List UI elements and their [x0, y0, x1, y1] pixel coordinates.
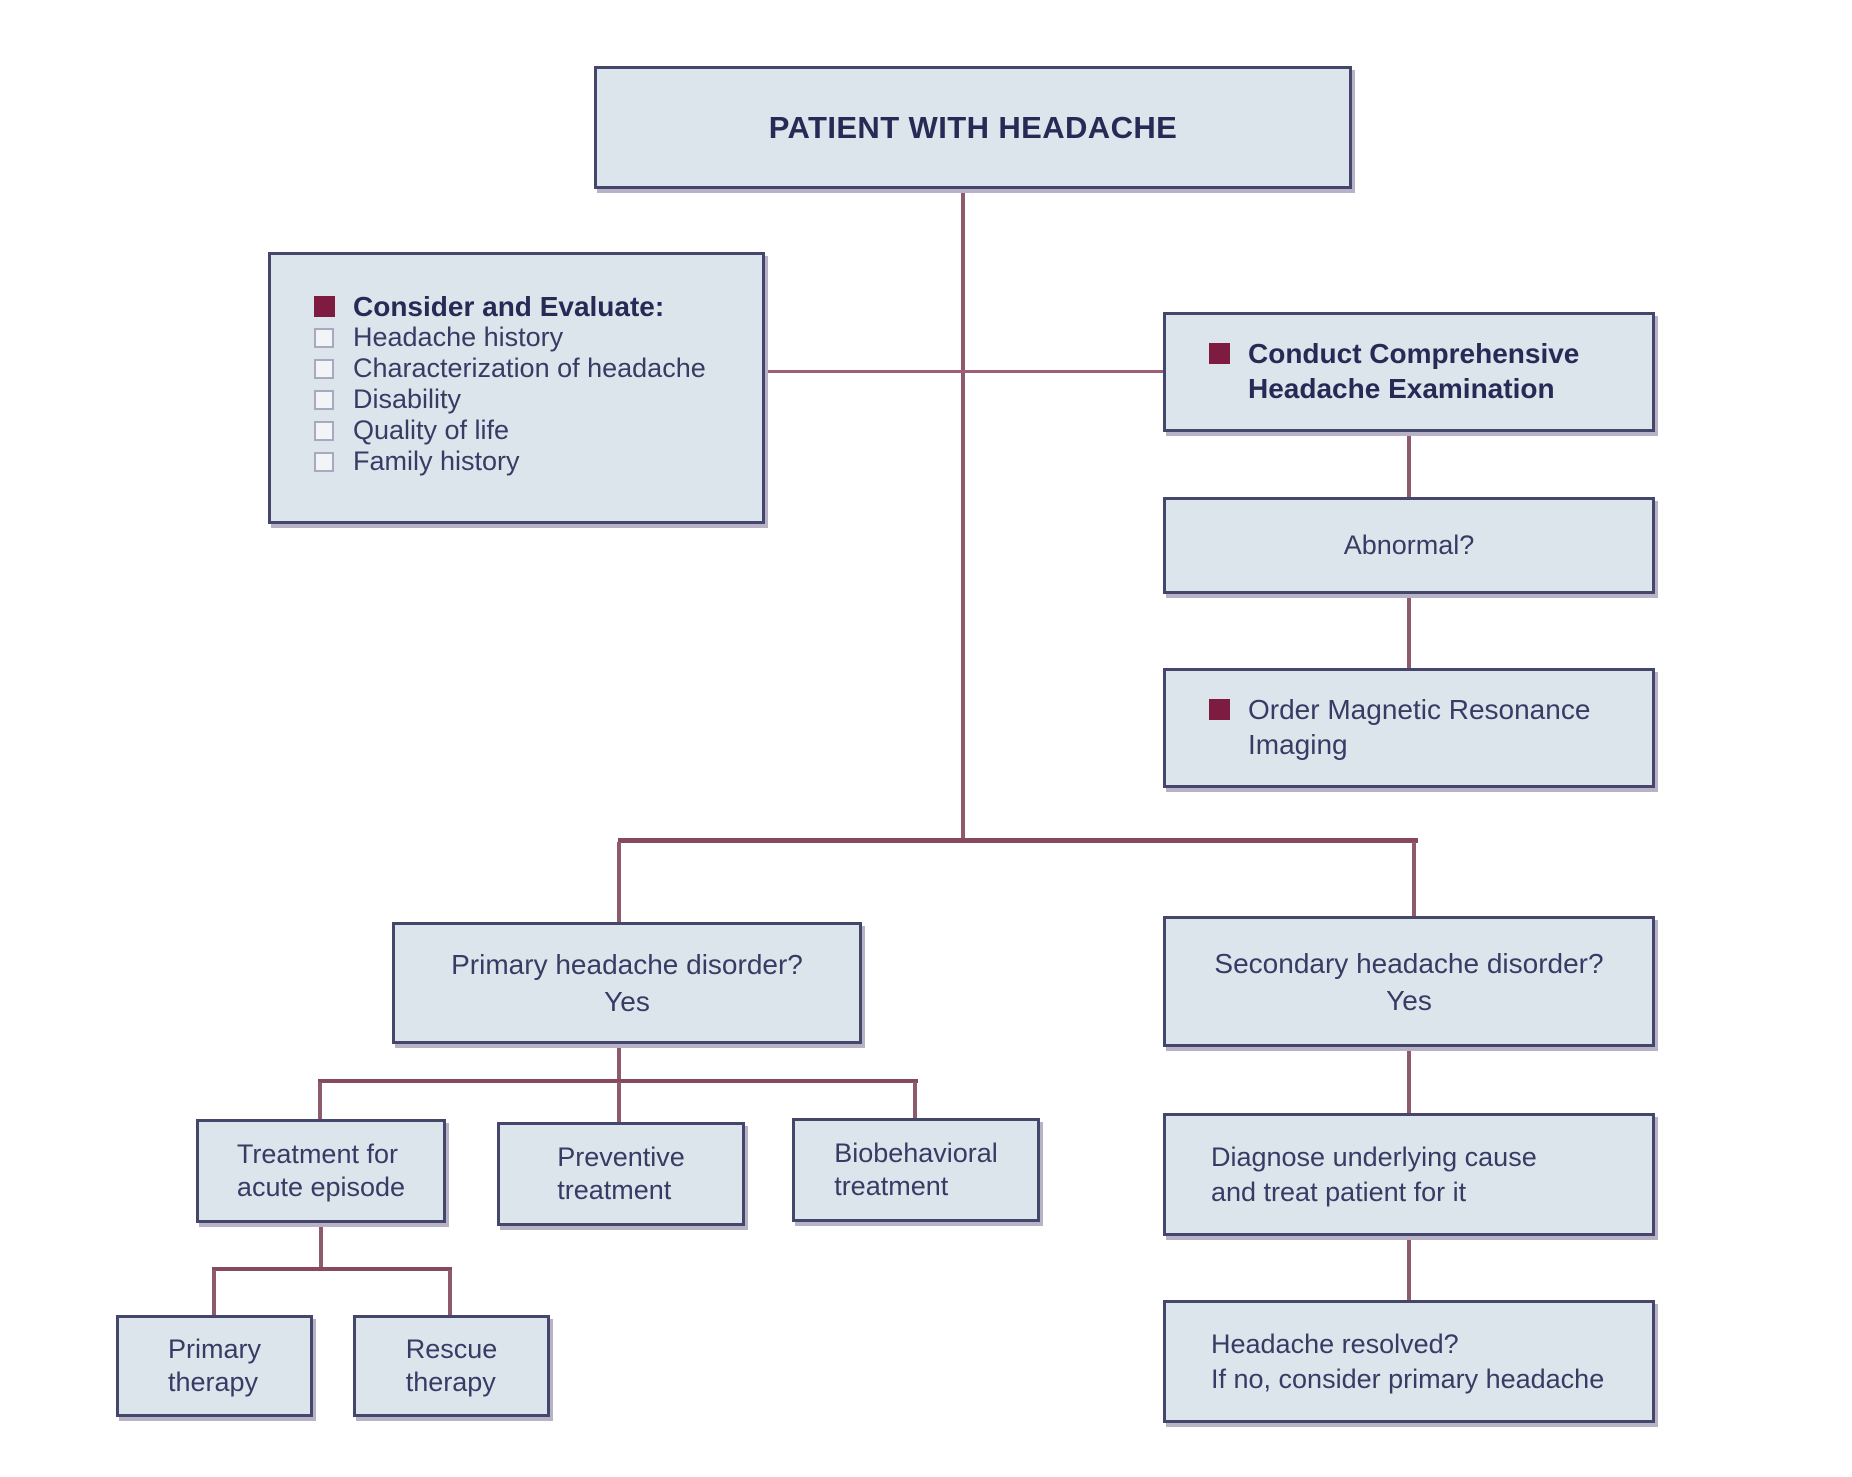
connector-split-to-secondary — [1412, 842, 1416, 916]
node-consider-and-evaluate: Consider and Evaluate: Headache history … — [268, 252, 765, 524]
bullet-square-icon — [1209, 343, 1230, 364]
connector-bar-to-rescue-therapy — [448, 1270, 452, 1315]
connector-bar-to-preventive — [617, 1082, 621, 1122]
list-item: Characterization of headache — [314, 353, 752, 384]
list-item: Family history — [314, 446, 752, 477]
abnormal-label: Abnormal? — [1343, 530, 1475, 560]
rescue-therapy-label: Rescue therapy — [406, 1333, 498, 1399]
connector-diagnose-to-resolved — [1407, 1235, 1411, 1300]
connector-treatment-bar — [318, 1079, 918, 1083]
resolved-label: Headache resolved? If no, consider prima… — [1211, 1327, 1604, 1397]
connector-treat-acute-down — [319, 1222, 323, 1269]
primary-therapy-label: Primary therapy — [168, 1333, 261, 1399]
connector-bar-to-treat-acute — [318, 1082, 322, 1119]
mri-label: Order Magnetic Resonance Imaging — [1248, 692, 1590, 762]
node-secondary-headache-question: Secondary headache disorder? Yes — [1163, 916, 1655, 1047]
node-headache-resolved: Headache resolved? If no, consider prima… — [1163, 1300, 1655, 1423]
conduct-label: Conduct Comprehensive Headache Examinati… — [1248, 336, 1579, 406]
biobehavioral-line1: Biobehavioral — [834, 1138, 998, 1168]
node-preventive-treatment: Preventive treatment — [497, 1122, 745, 1226]
rescue-therapy-line2: therapy — [405, 1367, 496, 1397]
list-item-label: Disability — [353, 384, 462, 414]
bullet-square-icon — [314, 296, 335, 317]
node-biobehavioral-treatment: Biobehavioral treatment — [792, 1118, 1040, 1222]
list-item: Disability — [314, 384, 752, 415]
primary-therapy-line1: Primary — [168, 1334, 261, 1364]
biobehavioral-label: Biobehavioral treatment — [834, 1137, 998, 1203]
checkbox-icon — [314, 451, 334, 472]
consider-heading-row: Consider and Evaluate: — [314, 291, 752, 322]
primary-question-line: Primary headache disorder? — [451, 949, 803, 980]
node-conduct-examination: Conduct Comprehensive Headache Examinati… — [1163, 312, 1655, 432]
secondary-question-line: Secondary headache disorder? — [1214, 947, 1604, 979]
primary-therapy-line2: therapy — [168, 1367, 259, 1397]
connector-therapy-bar — [212, 1267, 452, 1271]
connector-abnormal-to-mri — [1407, 593, 1411, 668]
node-order-mri: Order Magnetic Resonance Imaging — [1163, 668, 1655, 788]
list-item: Quality of life — [314, 415, 752, 446]
secondary-question-answer: Yes — [1386, 984, 1432, 1016]
treat-acute-label: Treatment for acute episode — [237, 1138, 405, 1204]
connector-bar-to-biobehavioral — [913, 1082, 917, 1118]
node-primary-therapy: Primary therapy — [116, 1315, 313, 1417]
connector-conduct-to-abnormal — [1407, 431, 1411, 497]
resolved-line2: If no, consider primary headache — [1211, 1363, 1605, 1394]
list-item-label: Characterization of headache — [353, 353, 706, 383]
conduct-line2: Headache Examination — [1248, 373, 1555, 404]
checkbox-icon — [314, 358, 334, 379]
diagnose-label: Diagnose underlying cause and treat pati… — [1211, 1140, 1537, 1210]
connector-split-to-primary — [617, 842, 621, 922]
patient-title: PATIENT WITH HEADACHE — [768, 109, 1178, 145]
mri-line1: Order Magnetic Resonance — [1248, 694, 1591, 725]
list-item-label: Headache history — [353, 322, 564, 352]
checkbox-icon — [314, 420, 334, 441]
preventive-line2: treatment — [557, 1175, 672, 1205]
list-item: Headache history — [314, 322, 752, 353]
checkbox-icon — [314, 389, 334, 410]
node-primary-headache-question: Primary headache disorder? Yes — [392, 922, 862, 1044]
checkbox-icon — [314, 327, 334, 348]
connector-bar-to-primary-therapy — [212, 1270, 216, 1315]
conduct-line1: Conduct Comprehensive — [1248, 338, 1580, 369]
preventive-line1: Preventive — [557, 1142, 685, 1172]
node-treatment-acute-episode: Treatment for acute episode — [196, 1119, 446, 1223]
connector-split-bar — [618, 838, 1418, 843]
treat-acute-line1: Treatment for — [236, 1139, 398, 1169]
connector-consider-to-conduct — [765, 370, 1163, 373]
mri-line2: Imaging — [1248, 729, 1348, 760]
diagnose-line1: Diagnose underlying cause — [1211, 1141, 1537, 1172]
biobehavioral-line2: treatment — [834, 1171, 949, 1201]
connector-secondaryq-to-diagnose — [1407, 1046, 1411, 1113]
node-abnormal: Abnormal? — [1163, 497, 1655, 594]
consider-heading: Consider and Evaluate: — [353, 290, 665, 322]
node-diagnose-underlying-cause: Diagnose underlying cause and treat pati… — [1163, 1113, 1655, 1236]
primary-question-answer: Yes — [604, 986, 650, 1017]
list-item-label: Quality of life — [353, 415, 510, 445]
bullet-square-icon — [1209, 699, 1230, 720]
node-rescue-therapy: Rescue therapy — [353, 1315, 550, 1417]
treat-acute-line2: acute episode — [236, 1172, 406, 1202]
diagnose-line2: and treat patient for it — [1211, 1176, 1467, 1207]
node-patient-with-headache: PATIENT WITH HEADACHE — [594, 66, 1352, 189]
list-item-label: Family history — [353, 446, 520, 476]
connector-primaryq-to-treatbar — [617, 1043, 621, 1081]
preventive-label: Preventive treatment — [557, 1141, 685, 1207]
rescue-therapy-line1: Rescue — [405, 1334, 498, 1364]
resolved-line1: Headache resolved? — [1211, 1328, 1459, 1359]
connector-stem-vertical — [961, 188, 965, 840]
